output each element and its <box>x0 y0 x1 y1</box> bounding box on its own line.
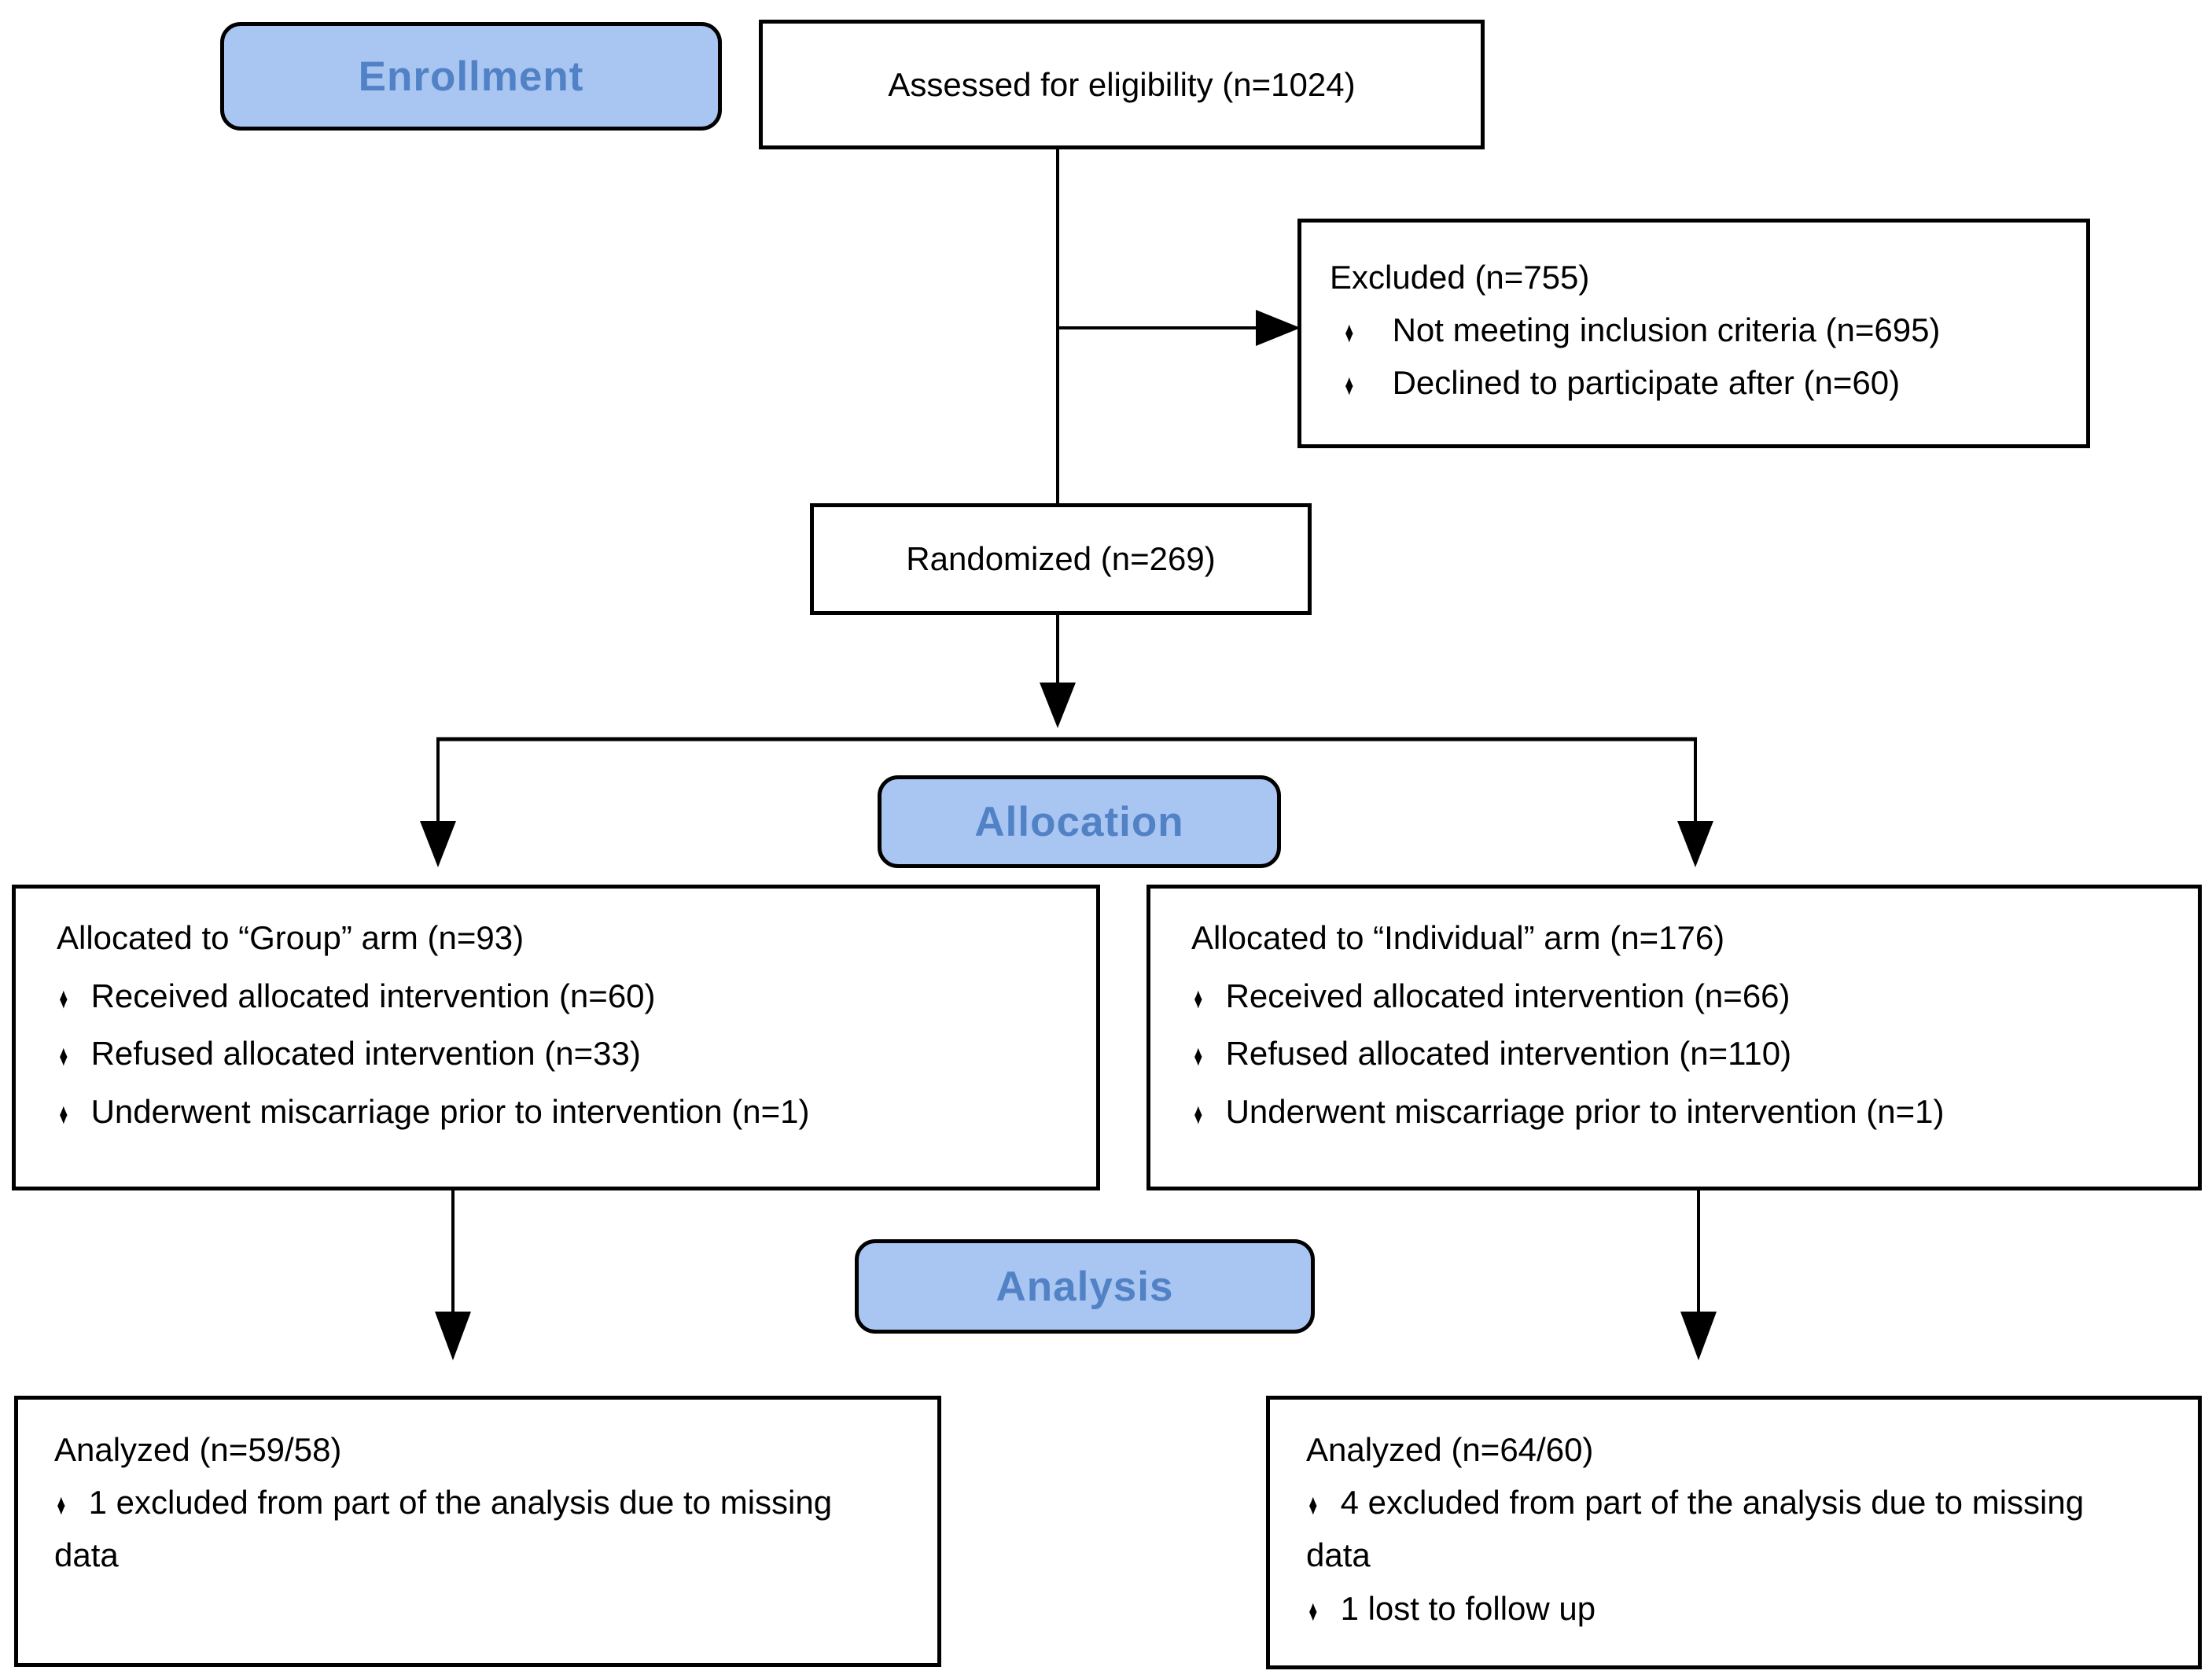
allocated-group-bullet-3-text: Underwent miscarriage prior to intervent… <box>90 1092 810 1130</box>
allocated-individual-content: Allocated to “Individual” arm (n=176) ♦ R… <box>1150 889 2198 1140</box>
randomized-text: Randomized (n=269) <box>906 540 1216 577</box>
excluded-title: Excluded (n=755) <box>1330 259 1590 296</box>
arrowhead-group-arm <box>420 821 456 867</box>
excluded-bullet-1-text: Not meeting inclusion criteria (n=695) <box>1392 311 1941 349</box>
arrowhead-excluded <box>1256 310 1301 346</box>
diamond-bullet-icon: ♦ <box>1194 981 1203 1015</box>
excluded-bullet-1: ♦ Not meeting inclusion criteria (n=695) <box>1330 304 2072 356</box>
analyzed-group-bullet-1-text: 1 excluded from part of the analysis due… <box>54 1484 833 1574</box>
analyzed-group-content: Analyzed (n=59/58) ♦1 excluded from part… <box>18 1400 937 1582</box>
stage-label-analysis: Analysis <box>855 1239 1315 1334</box>
allocated-group-bullet-3: ♦ Underwent miscarriage prior to interven… <box>57 1083 1074 1141</box>
diamond-bullet-icon: ♦ <box>59 1097 68 1131</box>
box-analyzed-group: Analyzed (n=59/58) ♦1 excluded from part… <box>14 1396 941 1667</box>
allocated-group-bullet-2: ♦ Refused allocated intervention (n=33) <box>57 1025 1074 1083</box>
diamond-bullet-icon: ♦ <box>59 981 68 1015</box>
stage-label-analysis-text: Analysis <box>996 1263 1174 1310</box>
allocated-group-content: Allocated to “Group” arm (n=93) ♦ Receive… <box>16 889 1096 1140</box>
allocated-individual-bullet-1: ♦ Received allocated intervention (n=66) <box>1191 967 2176 1025</box>
stage-label-allocation: Allocation <box>878 775 1281 868</box>
diamond-bullet-icon: ♦ <box>1194 1040 1203 1073</box>
allocated-individual-bullet-1-text: Received allocated intervention (n=66) <box>1225 977 1791 1014</box>
analyzed-individual-content: Analyzed (n=64/60) ♦4 excluded from part… <box>1270 1400 2198 1635</box>
diamond-bullet-icon: ♦ <box>57 1488 66 1522</box>
allocated-individual-bullet-3: ♦ Underwent miscarriage prior to interven… <box>1191 1083 2176 1141</box>
allocated-individual-bullet-2-text: Refused allocated intervention (n=110) <box>1225 1035 1792 1072</box>
allocated-individual-bullet-3-text: Underwent miscarriage prior to intervent… <box>1225 1092 1945 1130</box>
analyzed-individual-title: Analyzed (n=64/60) <box>1306 1431 1594 1468</box>
stage-label-enrollment-text: Enrollment <box>358 53 584 100</box>
stage-label-enrollment: Enrollment <box>220 22 722 131</box>
analyzed-group-bullet-1: ♦1 excluded from part of the analysis du… <box>54 1476 894 1581</box>
box-assessed-for-eligibility: Assessed for eligibility (n=1024) <box>759 20 1485 149</box>
stage-label-allocation-text: Allocation <box>974 798 1184 845</box>
arrowhead-individual-arm <box>1677 821 1713 867</box>
allocated-individual-bullet-2: ♦ Refused allocated intervention (n=110) <box>1191 1025 2176 1083</box>
diamond-bullet-icon: ♦ <box>1345 369 1354 402</box>
diamond-bullet-icon: ♦ <box>1345 316 1354 349</box>
analyzed-individual-bullet-2-text: 1 lost to follow up <box>1340 1589 1596 1627</box>
excluded-bullet-2: ♦ Declined to participate after (n=60) <box>1330 356 2072 409</box>
box-analyzed-individual: Analyzed (n=64/60) ♦4 excluded from part… <box>1266 1396 2202 1669</box>
diamond-bullet-icon: ♦ <box>1308 1488 1318 1522</box>
allocated-group-title: Allocated to “Group” arm (n=93) <box>57 919 524 956</box>
assessed-text: Assessed for eligibility (n=1024) <box>888 65 1356 103</box>
arrowhead-group-analyzed <box>435 1312 471 1360</box>
arrowhead-randomized-down <box>1040 683 1076 728</box>
allocated-group-bullet-2-text: Refused allocated intervention (n=33) <box>90 1035 641 1072</box>
excluded-content: Excluded (n=755) ♦ Not meeting inclusion … <box>1301 223 2086 410</box>
box-allocated-individual-arm: Allocated to “Individual” arm (n=176) ♦ R… <box>1146 885 2202 1190</box>
diamond-bullet-icon: ♦ <box>59 1040 68 1073</box>
diamond-bullet-icon: ♦ <box>1308 1594 1318 1628</box>
diamond-bullet-icon: ♦ <box>1194 1097 1203 1131</box>
analyzed-individual-bullet-2: ♦ 1 lost to follow up <box>1306 1582 2155 1635</box>
box-allocated-group-arm: Allocated to “Group” arm (n=93) ♦ Receive… <box>12 885 1100 1190</box>
analyzed-individual-bullet-1: ♦4 excluded from part of the analysis du… <box>1306 1476 2155 1581</box>
analyzed-individual-bullet-1-text: 4 excluded from part of the analysis due… <box>1306 1484 2085 1574</box>
allocated-group-bullet-1: ♦ Received allocated intervention (n=60) <box>57 967 1074 1025</box>
box-randomized: Randomized (n=269) <box>810 503 1312 615</box>
box-excluded: Excluded (n=755) ♦ Not meeting inclusion … <box>1297 219 2090 448</box>
allocated-group-bullet-1-text: Received allocated intervention (n=60) <box>90 977 656 1014</box>
analyzed-group-title: Analyzed (n=59/58) <box>54 1431 342 1468</box>
arrowhead-individual-analyzed <box>1680 1312 1717 1360</box>
allocated-individual-title: Allocated to “Individual” arm (n=176) <box>1191 919 1725 956</box>
excluded-bullet-2-text: Declined to participate after (n=60) <box>1392 364 1901 402</box>
